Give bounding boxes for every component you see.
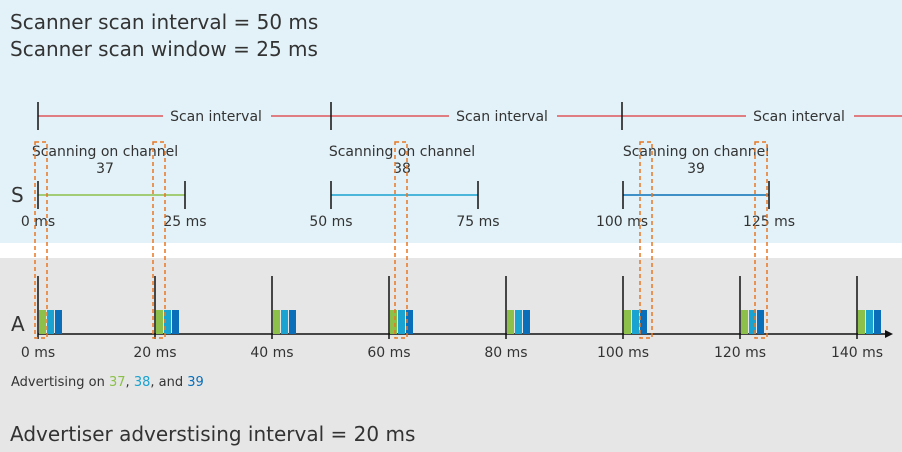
- channel-37-packet: [507, 310, 514, 334]
- scan-interval-label: Scan interval: [753, 109, 845, 125]
- scan-window-end-label: 75 ms: [456, 214, 499, 230]
- channel-39-packet: [289, 310, 296, 334]
- channel-37-packet: [390, 310, 397, 334]
- channel-38-packet: [515, 310, 522, 334]
- channel-39-packet: [406, 310, 413, 334]
- advertiser-tick-label: 20 ms: [133, 345, 176, 361]
- channel-39-packet: [757, 310, 764, 334]
- channel-39-packet: [523, 310, 530, 334]
- scan-interval-label: Scan interval: [456, 109, 548, 125]
- legend-prefix: Advertising on: [11, 375, 109, 390]
- scan-window-end-label: 25 ms: [163, 214, 206, 230]
- scanner-interval-title: Scanner scan interval = 50 ms: [10, 10, 319, 34]
- advertiser-tick-label: 60 ms: [367, 345, 410, 361]
- scan-window-end-label: 125 ms: [743, 214, 795, 230]
- channel-38-packet: [866, 310, 873, 334]
- scan-interval-label: Scan interval: [170, 109, 262, 125]
- channel-38-packet: [281, 310, 288, 334]
- scan-window-label: 37: [96, 161, 114, 177]
- overlap-highlight-box: [152, 141, 166, 339]
- scan-window-label: 38: [393, 161, 411, 177]
- legend-channel-37: 37: [109, 375, 126, 390]
- advertiser-tick-label: 40 ms: [250, 345, 293, 361]
- channel-39-packet: [172, 310, 179, 334]
- legend-separator: , and: [150, 375, 188, 390]
- channel-37-packet: [39, 310, 46, 334]
- advertiser-interval-title: Advertiser adverstising interval = 20 ms: [10, 422, 416, 446]
- scan-window-label: Scanning on channel: [329, 144, 475, 160]
- overlap-highlight-box: [34, 141, 48, 339]
- scan-window-start-label: 0 ms: [21, 214, 55, 230]
- advertiser-tick-label: 80 ms: [484, 345, 527, 361]
- axis-arrow-icon: [885, 330, 893, 338]
- advertiser-tick-label: 120 ms: [714, 345, 766, 361]
- scan-window-label: Scanning on channel: [623, 144, 769, 160]
- channel-37-packet: [624, 310, 631, 334]
- advertising-channels-legend: Advertising on 37, 38, and 39: [11, 375, 204, 390]
- channel-38-packet: [164, 310, 171, 334]
- legend-channel-39: 39: [187, 375, 204, 390]
- advertiser-panel-bg: [0, 258, 902, 452]
- channel-38-packet: [749, 310, 756, 334]
- channel-37-packet: [156, 310, 163, 334]
- advertiser-tick-label: 0 ms: [21, 345, 55, 361]
- overlap-highlight-box: [639, 141, 653, 339]
- overlap-highlight-box: [754, 141, 768, 339]
- channel-39-packet: [874, 310, 881, 334]
- overlap-highlight-box: [394, 141, 408, 339]
- legend-separator: ,: [125, 375, 134, 390]
- channel-39-packet: [640, 310, 647, 334]
- channel-38-packet: [47, 310, 54, 334]
- scan-window-start-label: 100 ms: [596, 214, 648, 230]
- channel-38-packet: [398, 310, 405, 334]
- channel-37-packet: [741, 310, 748, 334]
- legend-channel-38: 38: [133, 375, 151, 390]
- scan-window-label: 39: [687, 161, 705, 177]
- channel-37-packet: [858, 310, 865, 334]
- advertiser-tick-label: 140 ms: [831, 345, 883, 361]
- scanner-panel-bg: [0, 0, 902, 243]
- scanner-row-label: S: [11, 183, 24, 207]
- channel-39-packet: [55, 310, 62, 334]
- advertiser-tick-label: 100 ms: [597, 345, 649, 361]
- scan-window-label: Scanning on channel: [32, 144, 178, 160]
- advertiser-row-label: A: [11, 312, 25, 336]
- scanner-window-title: Scanner scan window = 25 ms: [10, 37, 318, 61]
- scan-window-start-label: 50 ms: [309, 214, 352, 230]
- channel-38-packet: [632, 310, 639, 334]
- channel-37-packet: [273, 310, 280, 334]
